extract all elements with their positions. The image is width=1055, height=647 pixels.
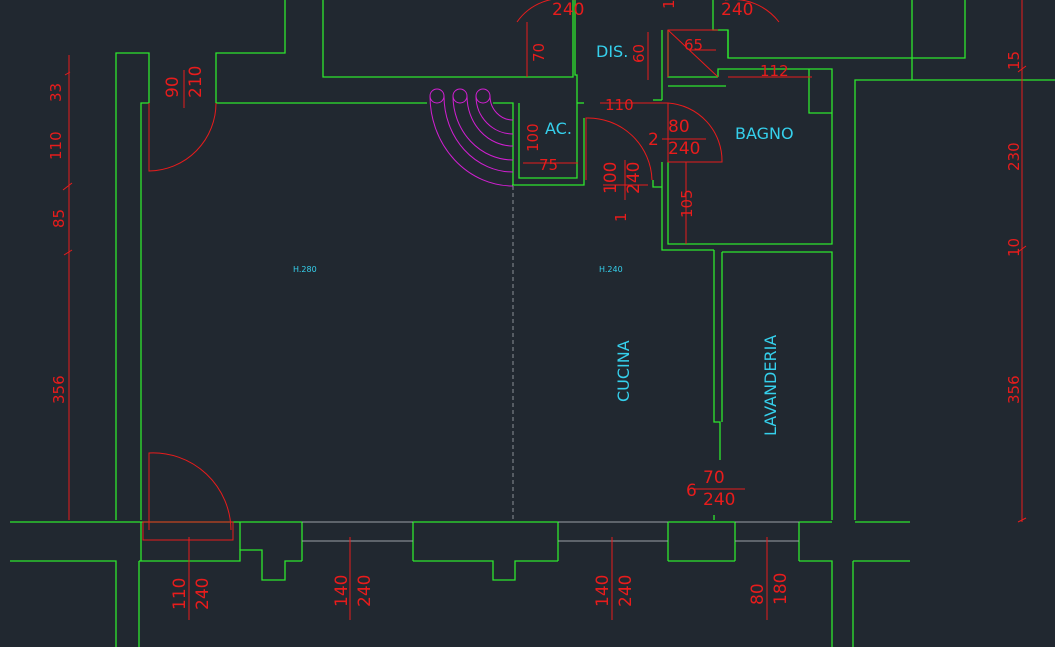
dim-left-356: 356 bbox=[50, 375, 68, 404]
dim-window-3-width: 140 bbox=[593, 575, 613, 607]
dim-window-3-height: 240 bbox=[616, 575, 636, 607]
height-label-kitchen: H.240 bbox=[599, 265, 623, 274]
room-label-dis: DIS. bbox=[596, 42, 628, 61]
dim-left-85: 85 bbox=[50, 209, 68, 228]
dim-door-cucina-suffix: 1 bbox=[612, 212, 630, 222]
dim-right-15: 15 bbox=[1005, 51, 1023, 70]
window-glazing bbox=[302, 521, 799, 542]
height-label-main: H.280 bbox=[293, 265, 317, 274]
radiator-symbol bbox=[429, 88, 514, 187]
dim-door-bagno-width: 80 bbox=[668, 117, 690, 137]
dim-door-bagno-height: 240 bbox=[668, 139, 700, 159]
dim-top-112: 112 bbox=[760, 62, 789, 80]
dim-door-lav-height: 240 bbox=[703, 490, 735, 510]
dim-right-356: 356 bbox=[1005, 375, 1023, 404]
dim-door-cucina-height: 240 bbox=[624, 162, 644, 194]
dim-top-70: 70 bbox=[530, 43, 548, 62]
dim-door-entry-width: 90 bbox=[163, 76, 183, 98]
dim-interior-100: 100 bbox=[524, 123, 542, 152]
dim-top-110: 110 bbox=[605, 96, 634, 114]
dim-window-1-height: 240 bbox=[193, 578, 213, 610]
dim-window-4-height: 180 bbox=[771, 573, 791, 605]
walls bbox=[10, 0, 1055, 647]
dim-interior-75: 75 bbox=[539, 156, 558, 174]
room-label-cucina: CUCINA bbox=[614, 340, 633, 402]
dim-window-4-width: 80 bbox=[748, 583, 768, 605]
dim-top-1: 1 bbox=[660, 0, 678, 9]
dim-door-entry-height: 210 bbox=[186, 66, 206, 98]
dim-door-cucina-width: 100 bbox=[601, 162, 621, 194]
dim-window-2-height: 240 bbox=[355, 575, 375, 607]
dim-door-bagno-prefix: 2 bbox=[648, 130, 659, 150]
dim-left-33: 33 bbox=[47, 83, 65, 102]
room-label-lavanderia: LAVANDERIA bbox=[761, 335, 780, 436]
doors bbox=[62, 0, 1027, 620]
room-label-bagno: BAGNO bbox=[735, 124, 794, 143]
dim-right-230: 230 bbox=[1005, 142, 1023, 171]
dim-window-1-width: 110 bbox=[170, 578, 190, 610]
dim-top-60: 60 bbox=[630, 44, 648, 63]
dim-door-lav-width: 70 bbox=[703, 468, 725, 488]
dim-right-10: 10 bbox=[1005, 238, 1023, 257]
dim-top-240-left: 240 bbox=[552, 0, 584, 20]
dim-door-lav-prefix: 6 bbox=[686, 481, 697, 501]
dim-left-110: 110 bbox=[47, 131, 65, 160]
dim-top-240-right: 240 bbox=[721, 0, 753, 20]
dim-top-65: 65 bbox=[684, 36, 703, 54]
room-label-ac: AC. bbox=[545, 119, 572, 138]
dim-window-2-width: 140 bbox=[332, 575, 352, 607]
dim-interior-105: 105 bbox=[678, 189, 696, 218]
